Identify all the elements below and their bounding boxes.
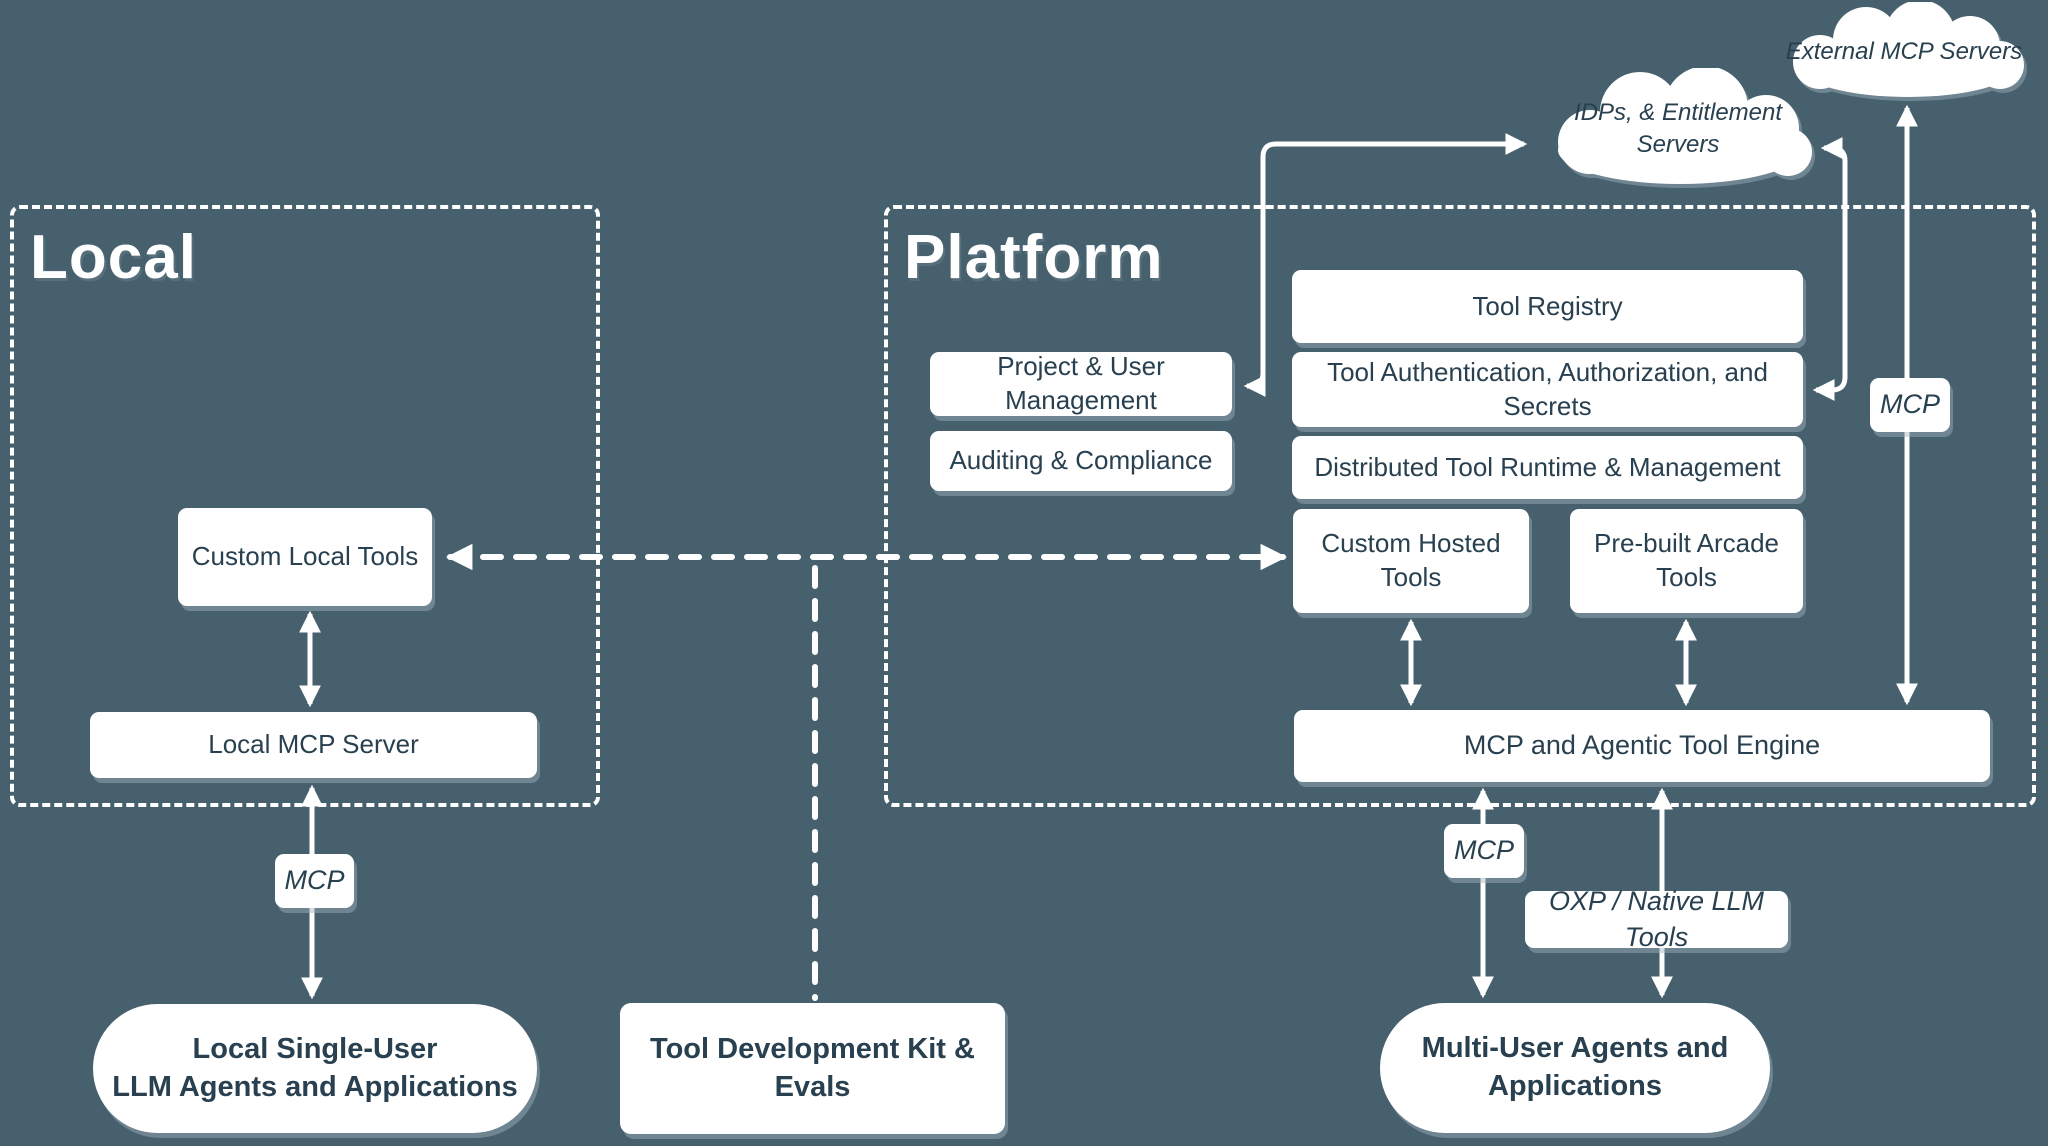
mcp-label-platform-text: MCP (1454, 835, 1514, 866)
distributed-runtime-box: Distributed Tool Runtime & Management (1292, 436, 1803, 499)
mcp-agentic-engine-box: MCP and Agentic Tool Engine (1294, 710, 1990, 782)
multi-user-agents-line1: Multi-User Agents and (1421, 1032, 1729, 1065)
tool-registry-box: Tool Registry (1292, 270, 1803, 343)
platform-title: Platform (904, 223, 1164, 292)
external-mcp-servers-label: External MCP Servers (1785, 37, 2023, 65)
auditing-compliance-box: Auditing & Compliance (930, 431, 1232, 491)
oxp-label: OXP / Native LLM Tools (1525, 886, 1788, 952)
idp-cloud-line2: Servers (1636, 131, 1720, 158)
prebuilt-arcade-tools-label: Pre-built Arcade Tools (1594, 528, 1779, 592)
idp-cloud-line1: IDPs, & Entitlement (1573, 98, 1783, 126)
local-mcp-server-box: Local MCP Server (90, 712, 537, 778)
tool-dev-kit-label: Tool Development Kit & Evals (650, 1032, 975, 1103)
arrow-toolauth-idp (1812, 136, 1848, 402)
mcp-label-local-text: MCP (284, 865, 345, 896)
custom-hosted-tools-label: Custom Hosted Tools (1321, 528, 1501, 592)
multi-user-agents-pill: Multi-User Agents and Applications (1380, 1003, 1770, 1133)
tool-dev-kit-box: Tool Development Kit & Evals (620, 1003, 1005, 1134)
cloud-shape (1558, 66, 1812, 184)
local-agents-line2: LLM Agents and Applications (112, 1070, 518, 1103)
prebuilt-arcade-tools-box: Pre-built Arcade Tools (1570, 509, 1803, 613)
cloud-shape (1793, 0, 2024, 97)
arrow-projectmgmt-idp (1243, 132, 1528, 398)
local-mcp-server-label: Local MCP Server (208, 729, 419, 760)
idp-entitlement-cloud: IDPs, & Entitlement Servers (1538, 66, 1818, 190)
multi-user-agents-line2: Applications (1487, 1070, 1662, 1102)
distributed-runtime-label: Distributed Tool Runtime & Management (1314, 451, 1781, 482)
custom-local-tools-label: Custom Local Tools (191, 541, 419, 572)
tool-registry-label: Tool Registry (1472, 290, 1623, 321)
mcp-label-platform: MCP (1444, 824, 1524, 878)
mcp-label-external: MCP (1870, 378, 1950, 432)
tool-auth-box: Tool Authentication, Authorization, and … (1292, 352, 1803, 427)
oxp-label-text: OXP / Native LLM Tools (1548, 886, 1765, 952)
mcp-label-external-text: MCP (1880, 389, 1940, 420)
tool-auth-label: Tool Authentication, Authorization, and … (1327, 356, 1768, 421)
external-mcp-servers-cloud: External MCP Servers (1778, 0, 2030, 102)
mcp-agentic-engine-label: MCP and Agentic Tool Engine (1463, 730, 1821, 761)
auditing-compliance-label: Auditing & Compliance (949, 445, 1213, 476)
mcp-label-local: MCP (275, 854, 354, 908)
local-agents-line1: Local Single-User (192, 1032, 438, 1065)
project-user-management-box: Project & User Management (930, 351, 1232, 416)
custom-hosted-tools-box: Custom Hosted Tools (1293, 509, 1529, 613)
custom-local-tools-box: Custom Local Tools (178, 508, 432, 606)
local-agents-pill: Local Single-User LLM Agents and Applica… (93, 1004, 537, 1133)
local-title: Local (30, 223, 197, 292)
project-user-management-label: Project & User Management (997, 351, 1165, 415)
